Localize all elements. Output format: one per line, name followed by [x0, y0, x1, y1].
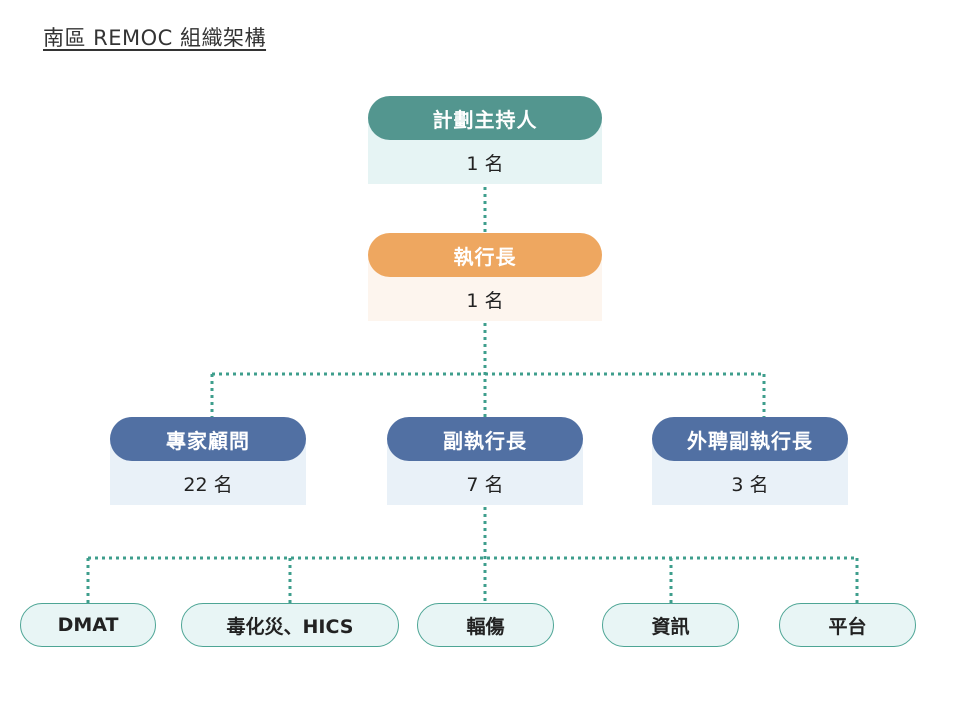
- node-role: 執行長: [368, 233, 602, 277]
- team-information: 資訊: [602, 603, 739, 647]
- node-role: 計劃主持人: [368, 96, 602, 140]
- node-advisors: 專家顧問 22 名: [110, 417, 306, 505]
- node-external-deputy-ceo: 外聘副執行長 3 名: [652, 417, 848, 505]
- team-radiation: 輻傷: [417, 603, 554, 647]
- node-deputy-ceo: 副執行長 7 名: [387, 417, 583, 505]
- node-principal-investigator: 計劃主持人 1 名: [368, 96, 602, 184]
- node-role: 外聘副執行長: [652, 417, 848, 461]
- team-dmat: DMAT: [20, 603, 156, 647]
- node-role: 專家顧問: [110, 417, 306, 461]
- team-hics: 毒化災、HICS: [181, 603, 399, 647]
- node-role: 副執行長: [387, 417, 583, 461]
- node-ceo: 執行長 1 名: [368, 233, 602, 321]
- team-platform: 平台: [779, 603, 916, 647]
- page-title: 南區 REMOC 組織架構: [43, 26, 267, 50]
